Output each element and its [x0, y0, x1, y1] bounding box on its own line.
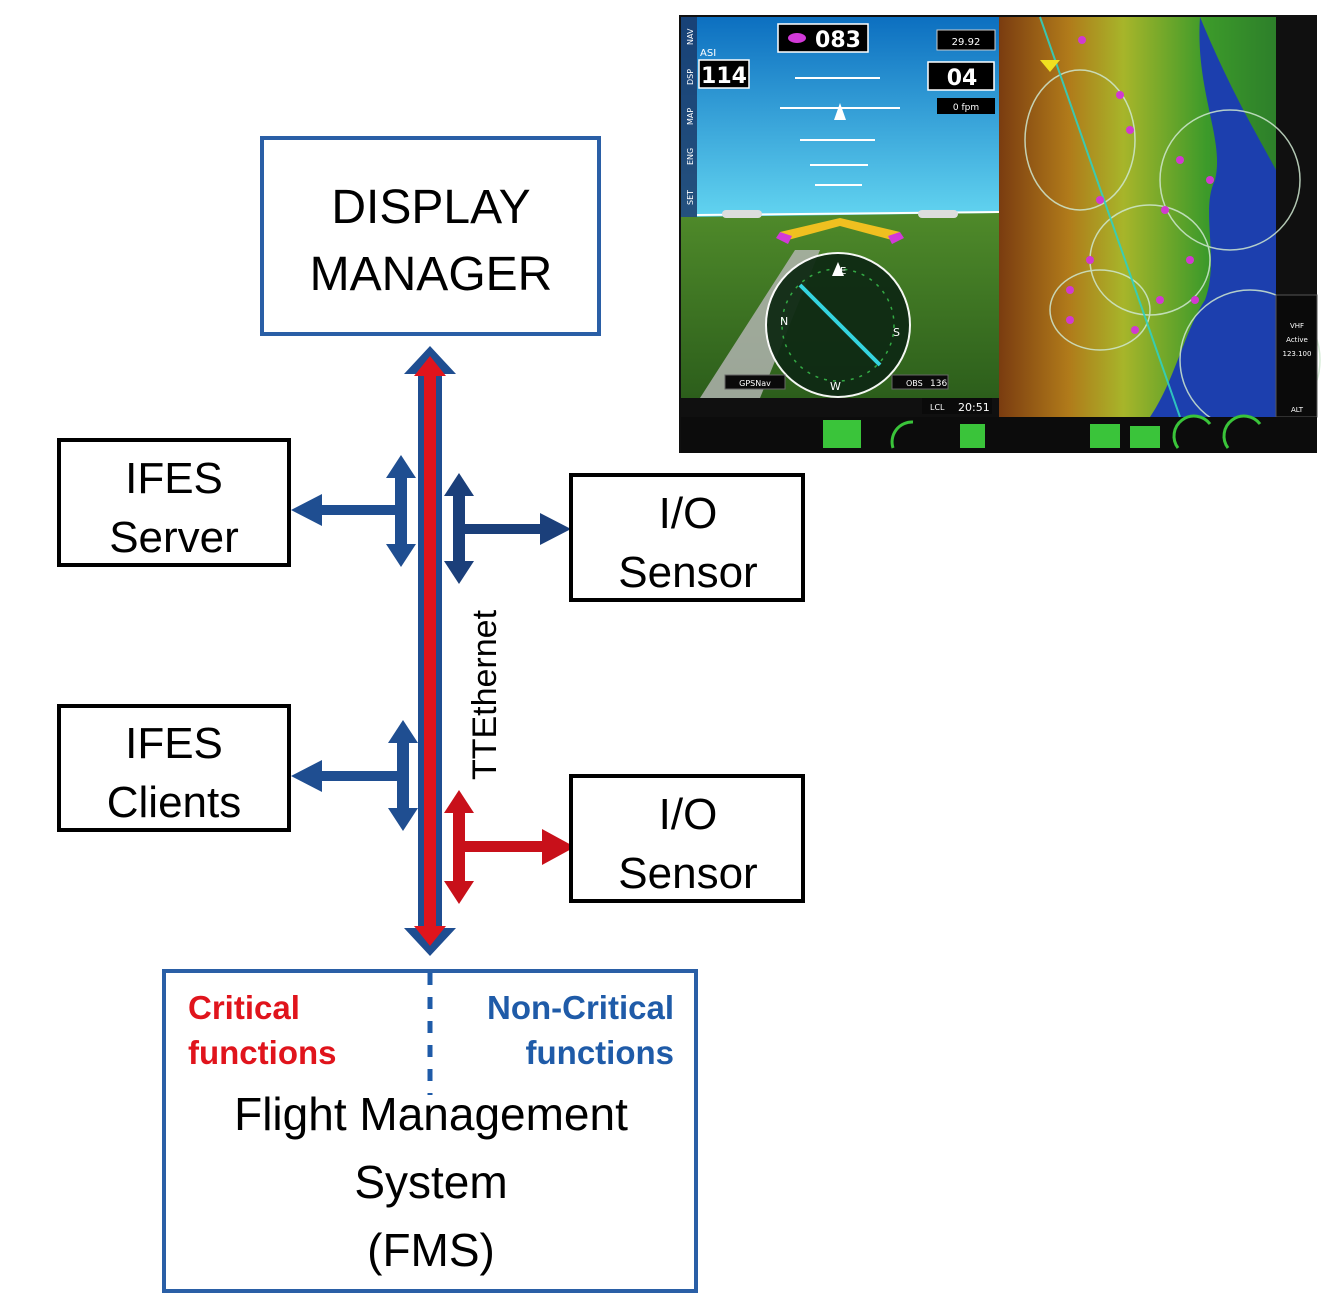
svg-text:E: E: [840, 266, 846, 277]
map-water: [1150, 17, 1276, 417]
display-manager-line1: DISPLAY: [331, 181, 530, 234]
io-sensor-bottom-line1: I/O: [659, 790, 718, 839]
fms-title-line2: System: [354, 1156, 507, 1208]
altimeter-setting-box: [936, 29, 996, 51]
io-sensor-top-line1: I/O: [659, 489, 718, 538]
critical-functions-line2: functions: [188, 1034, 336, 1071]
side-tab-strip: [681, 17, 697, 217]
bus-label: TTEthernet: [466, 609, 504, 780]
io-sensor-top-arrows: [444, 473, 571, 584]
pitch-pointer: [834, 103, 846, 120]
vsi-value: 0 fpm: [953, 103, 979, 113]
ifes-server-line1: IFES: [125, 454, 223, 503]
tab-nav: NAV: [686, 28, 695, 45]
left-wing-marker: [722, 210, 762, 218]
radio-frequency: 123.100: [1283, 350, 1312, 358]
airspeed-box: [698, 59, 750, 89]
map-waypoints: [1066, 36, 1214, 334]
io-sensor-top-box: I/O Sensor: [569, 473, 805, 602]
ifes-clients-line2: Clients: [107, 778, 242, 827]
io-sensor-top-line2: Sensor: [618, 548, 757, 597]
altitude-box: [927, 61, 995, 91]
tab-eng: ENG: [686, 148, 695, 165]
aircraft-symbol: [780, 218, 900, 240]
radio-label: VHF: [1290, 322, 1304, 330]
engine-strip: [681, 417, 1317, 453]
tab-map: MAP: [686, 108, 695, 125]
ifes-server-arrows: [291, 455, 416, 567]
io-sensor-bottom-box: I/O Sensor: [569, 774, 805, 903]
ttethernet-bus: [404, 346, 456, 956]
fms-title-line1: Flight Management: [234, 1088, 628, 1140]
avionics-display-image: NAV DSP MAP ENG SET 083 ASI 114 29.92 04…: [679, 15, 1321, 453]
altimeter-setting: 29.92: [952, 37, 981, 48]
engine-bars: [823, 420, 1160, 448]
ifes-clients-arrows: [291, 720, 418, 831]
noncritical-functions-line2: functions: [526, 1034, 674, 1071]
vsi-box: [937, 98, 995, 114]
svg-text:S: S: [893, 326, 900, 339]
io-sensor-bottom-line2: Sensor: [618, 849, 757, 898]
display-manager-box: DISPLAY MANAGER: [260, 136, 601, 336]
noncritical-functions-line1: Non-Critical: [487, 989, 674, 1026]
ifes-server-box: IFES Server: [57, 438, 291, 567]
tab-set: SET: [686, 190, 695, 205]
map-aircraft: [1040, 60, 1060, 72]
svg-text:N: N: [780, 315, 788, 328]
ifes-server-line2: Server: [109, 513, 239, 562]
time-label: LCL: [930, 403, 945, 412]
tab-dsp: DSP: [686, 69, 695, 85]
svg-text:W: W: [830, 380, 841, 393]
asi-label: ASI: [700, 48, 716, 59]
critical-functions-line1: Critical: [188, 989, 300, 1026]
io-sensor-bottom-arrows: [444, 790, 575, 904]
alt-label: ALT: [1291, 406, 1304, 414]
obs-label: OBS: [906, 379, 923, 388]
airspeed-value: 114: [701, 64, 747, 89]
heading-box: [777, 23, 869, 53]
radio-panel: [1275, 294, 1318, 418]
gps-label: GPSNav: [739, 379, 771, 388]
obs-value: 136: [930, 379, 947, 389]
ifes-clients-box: IFES Clients: [57, 704, 291, 832]
time-value: 20:51: [958, 401, 990, 414]
ifes-clients-line1: IFES: [125, 719, 223, 768]
heading-value: 083: [815, 28, 861, 53]
right-wing-marker: [918, 210, 958, 218]
altitude-value: 04: [947, 66, 978, 91]
fms-title-line3: (FMS): [367, 1224, 495, 1276]
display-manager-line2: MANAGER: [310, 248, 553, 301]
map-route: [1039, 16, 1181, 418]
heading-bug: [788, 33, 806, 43]
fms-box: Critical functions Non-Critical function…: [162, 969, 698, 1293]
engine-gauges: [890, 414, 1262, 449]
radio-state: Active: [1286, 336, 1308, 344]
course-needle: [798, 283, 882, 367]
